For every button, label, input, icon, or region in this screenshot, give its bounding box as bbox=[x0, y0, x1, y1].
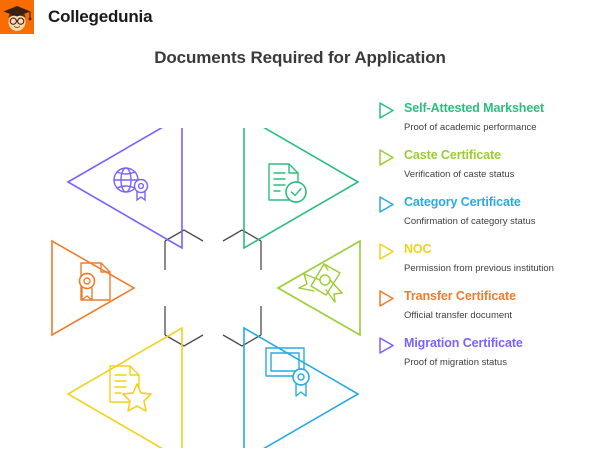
documents-legend: Self-Attested Marksheet Proof of academi… bbox=[378, 100, 590, 382]
legend-title: Caste Certificate bbox=[404, 148, 501, 162]
segment-transfer-certificate bbox=[51, 239, 136, 337]
play-triangle-icon bbox=[379, 337, 394, 354]
legend-item-transfer-certificate[interactable]: Transfer Certificate Official transfer d… bbox=[378, 288, 590, 322]
page-title: Documents Required for Application bbox=[154, 48, 446, 67]
globe-award-icon bbox=[113, 167, 149, 202]
legend-item-caste-certificate[interactable]: Caste Certificate Verification of caste … bbox=[378, 147, 590, 181]
legend-description: Proof of migration status bbox=[404, 357, 507, 368]
legend-item-self-attested-marksheet[interactable]: Self-Attested Marksheet Proof of academi… bbox=[378, 100, 590, 134]
legend-title: NOC bbox=[404, 242, 432, 256]
play-triangle-icon bbox=[379, 102, 394, 119]
segment-noc bbox=[66, 326, 183, 462]
segment-caste-certificate bbox=[276, 239, 361, 337]
brand-header: Collegedunia bbox=[0, 0, 153, 34]
document-check-icon bbox=[268, 163, 307, 203]
play-triangle-icon bbox=[379, 290, 394, 307]
legend-description: Permission from previous institution bbox=[404, 263, 554, 274]
legend-title: Self-Attested Marksheet bbox=[404, 101, 545, 115]
play-triangle-icon bbox=[379, 149, 394, 166]
legend-title: Migration Certificate bbox=[404, 336, 523, 350]
legend-description: Verification of caste status bbox=[404, 169, 515, 180]
play-triangle-icon bbox=[379, 243, 394, 260]
documents-hexagon-diagram bbox=[48, 114, 378, 462]
segment-category-certificate bbox=[243, 326, 360, 462]
document-star-icon bbox=[109, 365, 152, 412]
play-triangle-icon bbox=[379, 196, 394, 213]
legend-description: Official transfer document bbox=[404, 310, 513, 321]
document-award-icon bbox=[78, 262, 111, 301]
legend-title: Transfer Certificate bbox=[404, 289, 516, 303]
brand-name: Collegedunia bbox=[48, 7, 153, 26]
legend-description: Proof of academic performance bbox=[404, 122, 537, 133]
legend-title: Category Certificate bbox=[404, 195, 521, 209]
legend-item-category-certificate[interactable]: Category Certificate Confirmation of cat… bbox=[378, 194, 590, 228]
segment-migration-certificate bbox=[66, 114, 183, 250]
legend-item-migration-certificate[interactable]: Migration Certificate Proof of migration… bbox=[378, 335, 590, 369]
certificate-seal-icon bbox=[265, 347, 310, 397]
segment-self-attested-marksheet bbox=[243, 114, 360, 250]
collegedunia-logo-icon bbox=[0, 0, 34, 34]
legend-description: Confirmation of category status bbox=[404, 216, 536, 227]
hub-hexagon bbox=[164, 229, 262, 347]
legend-item-noc[interactable]: NOC Permission from previous institution bbox=[378, 241, 590, 275]
diploma-scroll-icon bbox=[298, 263, 343, 303]
